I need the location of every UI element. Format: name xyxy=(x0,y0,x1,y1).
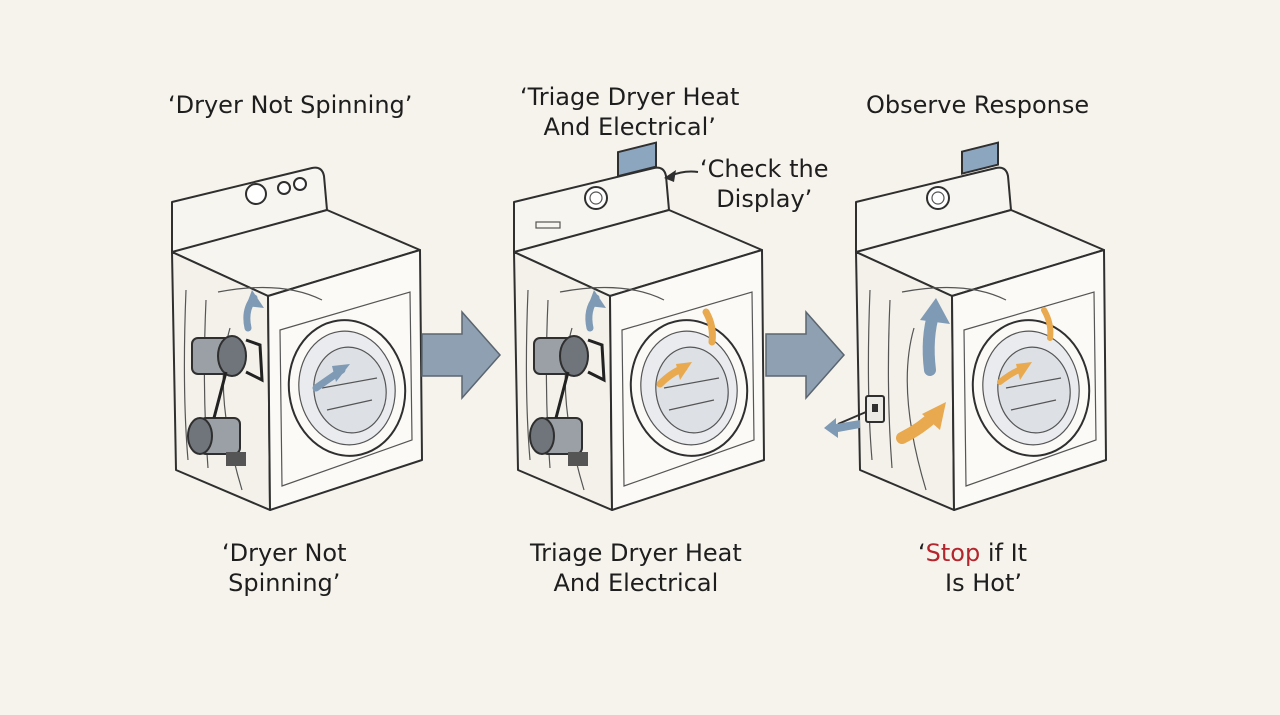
drive-motor-icon-2 xyxy=(529,335,606,466)
unplug-arrow-icon xyxy=(824,418,860,438)
callout-arrow-icon xyxy=(664,170,699,182)
power-outlet-icon xyxy=(837,395,885,425)
display-callout-label: ‘Check the Display’ xyxy=(700,154,828,214)
step2-top-label: ‘Triage Dryer Heat And Electrical’ xyxy=(520,82,739,142)
step2-top-label-line1: ‘Triage Dryer Heat xyxy=(520,83,740,111)
step1-top-label: ‘Dryer Not Spinning’ xyxy=(168,91,413,119)
step3-bottom-label-line2: Is Hot’ xyxy=(945,569,1023,597)
flow-arrow-icon xyxy=(421,310,502,400)
drive-motor-icon xyxy=(187,335,264,466)
dryer-1 xyxy=(171,166,423,511)
dryer-2 xyxy=(513,141,765,511)
step1-bottom-label-line2: Spinning’ xyxy=(228,569,341,597)
step2-top-label-line2: And Electrical’ xyxy=(543,113,716,141)
dryer-3 xyxy=(855,141,1107,511)
step2-bottom-label-line1: Triage Dryer Heat xyxy=(530,539,742,567)
rotation-arrow-icon-2 xyxy=(585,290,606,332)
step3-top-label: Observe Response xyxy=(866,91,1090,119)
rotation-arrow-icon-3 xyxy=(920,298,950,376)
heat-arrow-icon-3 xyxy=(896,307,1054,444)
step2-bottom-label: Triage Dryer Heat And Electrical xyxy=(530,538,742,598)
open-quote: ‘ xyxy=(918,539,926,567)
heat-arrow-icon xyxy=(656,308,716,388)
step3-bottom-label: ‘Stop if It Is Hot’ xyxy=(918,538,1027,598)
step1-bottom-label: ‘Dryer Not Spinning’ xyxy=(222,538,347,598)
step2-bottom-label-line2: And Electrical xyxy=(553,569,719,597)
step3-bottom-label-line1: ‘Stop if It xyxy=(918,538,1027,568)
stop-warning-word: Stop xyxy=(925,539,981,567)
flow-arrow-icon-2 xyxy=(765,310,846,400)
display-callout-line2: Display’ xyxy=(716,185,813,213)
rotation-arrow-icon xyxy=(243,290,350,392)
step3-bottom-rest: if It xyxy=(980,539,1028,567)
display-callout-line1: ‘Check the xyxy=(700,155,829,183)
step1-bottom-label-line1: ‘Dryer Not xyxy=(222,539,347,567)
